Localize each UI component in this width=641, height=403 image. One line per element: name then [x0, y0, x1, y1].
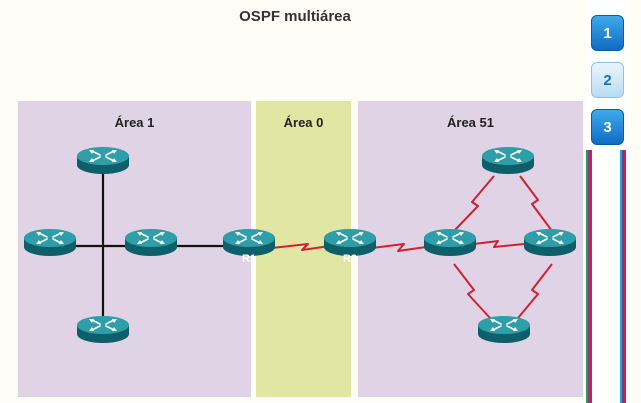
sidebar-stripe: [622, 150, 624, 403]
router-area1-center: [124, 228, 178, 257]
serial-link-top-mid: [453, 175, 495, 232]
router-area51-bottom: [477, 315, 531, 344]
step-tab-2[interactable]: 2: [591, 62, 624, 98]
router-area1-left: [23, 228, 77, 257]
step-sidebar: [586, 0, 630, 403]
area-1-label: Área 1: [114, 115, 155, 130]
area-0-label: Área 0: [283, 115, 324, 130]
router-area1-bottom: [76, 315, 130, 344]
router-area1-top: [76, 146, 130, 175]
router-area51-right: [523, 228, 577, 257]
serial-link-top-right: [519, 175, 553, 232]
step-tab-1[interactable]: 1: [591, 15, 624, 51]
diagram-title: OSPF multiárea: [239, 8, 351, 25]
serial-link-right-bottom: [517, 263, 553, 319]
serial-link-mid-bottom: [453, 263, 491, 319]
router-r1: [222, 228, 276, 257]
sidebar-stripe: [620, 150, 622, 403]
area-51-label: Área 51: [447, 115, 494, 130]
serial-link-r1-r2: [271, 243, 331, 251]
router-r2: [323, 228, 377, 257]
sidebar-stripe: [588, 150, 590, 403]
sidebar-stripe: [586, 150, 588, 403]
router-area51-left: [423, 228, 477, 257]
router-r2-label: R2: [343, 253, 357, 265]
step-tab-3[interactable]: 3: [591, 109, 624, 145]
serial-link-r2-area51: [371, 243, 427, 252]
sidebar-stripe: [624, 150, 626, 403]
router-r1-label: R1: [242, 253, 256, 265]
serial-link-mid-right: [473, 240, 525, 248]
router-area51-top: [481, 146, 535, 175]
sidebar-stripe: [590, 150, 592, 403]
